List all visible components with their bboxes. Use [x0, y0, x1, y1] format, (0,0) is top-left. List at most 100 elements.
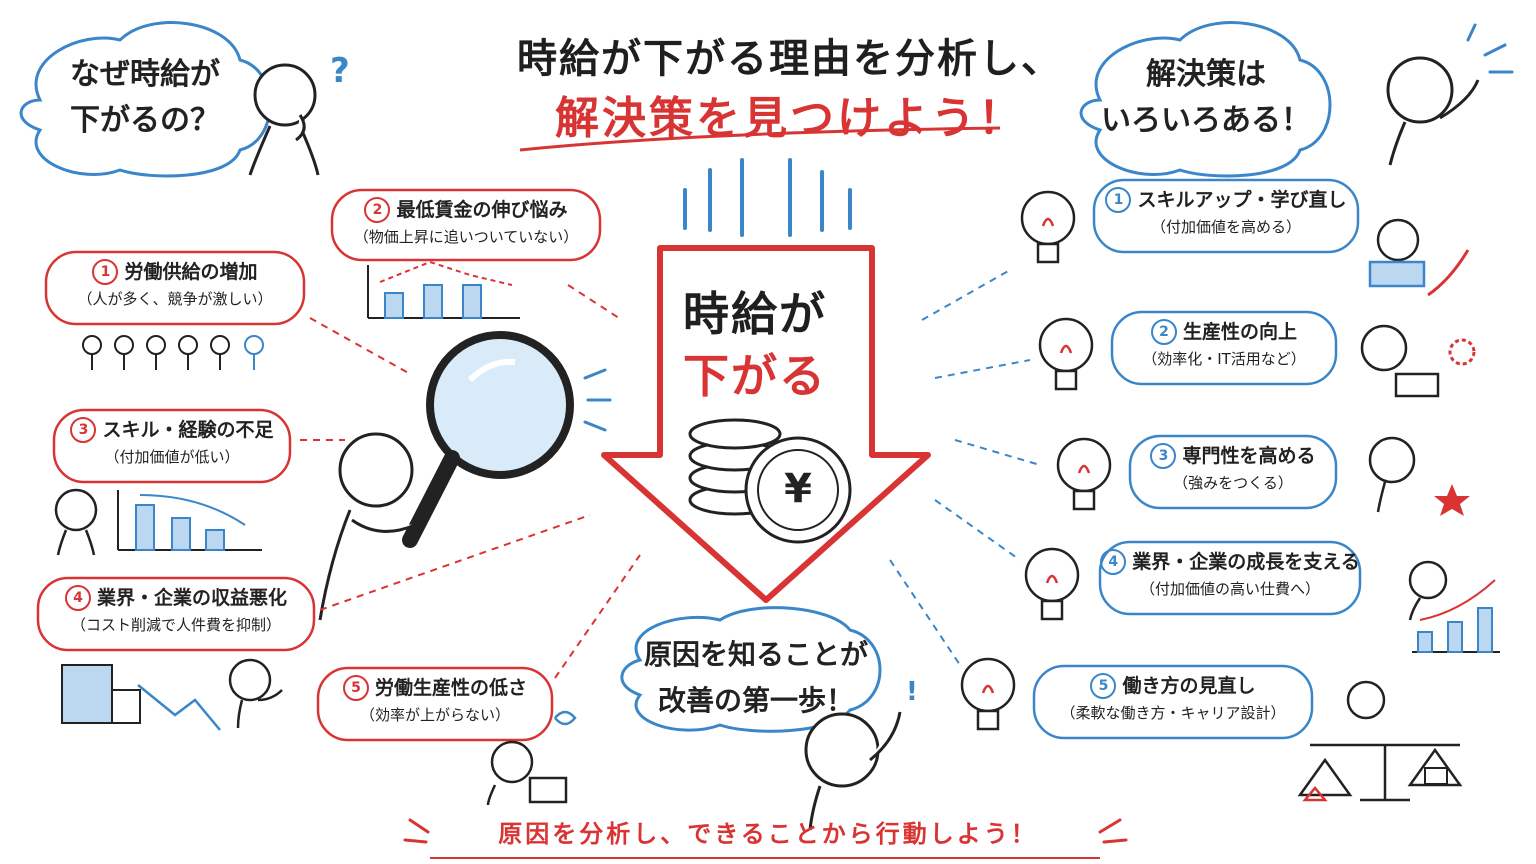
stick-figure-supporter	[1408, 560, 1448, 621]
arrow-label-1: 時給が	[683, 287, 827, 341]
solution-4-bubble	[1098, 540, 1362, 616]
solution-3-sub: （強みをつくる）	[1173, 474, 1293, 492]
cause-5-title: 労働生産性の低さ	[374, 677, 527, 699]
footer-message: 原因を分析し、できることから行動しよう！	[498, 820, 1038, 848]
light-bulb-icon-1	[1020, 190, 1076, 264]
solution-1-number: 1	[1105, 187, 1132, 213]
stick-figure-pointing	[804, 711, 902, 831]
cause-4-sub: （コスト削減で人件費を抑制）	[70, 616, 281, 634]
cause-5-bubble	[316, 666, 554, 742]
cause-2-bubble	[330, 188, 602, 262]
laptop-icon-cause-5	[486, 740, 568, 806]
building-icon	[61, 664, 221, 731]
solution-5-number: 5	[1090, 673, 1117, 699]
question-bubble-shape	[19, 21, 272, 178]
magnifying-glass-icon	[402, 331, 574, 548]
solution-2-number: 2	[1150, 319, 1177, 345]
title-underline	[519, 126, 1001, 152]
cause-3-bubble	[52, 408, 292, 484]
solution-3-number: 3	[1150, 443, 1177, 469]
cause-4-title: 業界・企業の収益悪化	[96, 587, 287, 609]
solution-5-sub: （柔軟な働き方・キャリア設計）	[1060, 704, 1286, 722]
cause-2-number: 2	[364, 197, 391, 223]
light-bulb-icon-4	[1024, 547, 1080, 621]
solution-line-2: いろいろある！	[1101, 103, 1311, 138]
question-mark: ?	[330, 51, 350, 91]
solution-bubble: 解決策は いろいろある！	[1096, 52, 1316, 144]
crowd-icon	[82, 335, 264, 370]
stick-figure-thinking	[248, 63, 320, 176]
title-line-1: 時給が下がる理由を分析し、	[517, 36, 1063, 82]
stick-figure-investigator	[318, 432, 416, 621]
solution-4-title: 業界・企業の成長を支える	[1132, 551, 1360, 573]
center-bubble-shape	[620, 606, 882, 733]
question-line-2: 下がるの？	[70, 103, 220, 138]
light-bulb-icon-5	[960, 657, 1016, 731]
cause-5-number: 5	[342, 675, 369, 701]
cause-4-number: 4	[64, 585, 91, 611]
cause-3-number: 3	[70, 417, 97, 443]
solution-bubble-shape	[1079, 21, 1332, 178]
star-icon	[1434, 484, 1470, 516]
exclaim-mark: !	[906, 677, 918, 707]
cause-4-bubble	[36, 576, 316, 652]
cause-1-title: 労働供給の増加	[124, 261, 258, 283]
cause-connectors	[300, 284, 641, 679]
house-icon	[1302, 786, 1328, 802]
bar-chart-icon-cause-3	[117, 490, 262, 551]
title-line-2: 解決策を見つけよう！	[555, 93, 1025, 144]
yen-symbol: ¥	[784, 466, 812, 512]
bar-chart-icon-cause-2	[367, 260, 520, 319]
solution-1-sub: （付加価値を高める）	[1150, 218, 1301, 236]
bar-chart-icon-solution-4	[1412, 579, 1500, 653]
solution-1-title: スキルアップ・学び直し	[1137, 189, 1347, 211]
center-bubble: 原因を知ることが 改善の第一歩！	[626, 632, 886, 724]
arrow-label-2: 下がる	[683, 349, 827, 403]
cause-5-sub: （効率が上がらない）	[359, 706, 510, 724]
cause-1-number: 1	[92, 259, 119, 285]
question-bubble: なぜ時給が 下がるの？	[40, 52, 250, 144]
cause-3-title: スキル・経験の不足	[102, 419, 274, 441]
solution-5-title: 働き方の見直し	[1122, 675, 1256, 697]
magnifier-sparkles	[583, 368, 612, 432]
cause-2-sub: （物価上昇に追いついていない）	[353, 228, 579, 246]
solution-3-bubble	[1128, 434, 1338, 510]
solution-line-1: 解決策は	[1146, 57, 1266, 92]
light-bulb-icon-2	[1038, 317, 1094, 391]
solution-2-sub: （効率化・IT活用など）	[1142, 350, 1306, 368]
solution-3-title: 専門性を高める	[1182, 445, 1316, 467]
confused-swirl-icon	[554, 710, 577, 726]
speed-lines	[683, 158, 852, 237]
cheer-lines	[1466, 23, 1514, 74]
stick-figure-confident	[1368, 436, 1416, 513]
cause-3-sub: （付加価値が低い）	[104, 448, 240, 466]
light-bulb-icon-3	[1056, 437, 1112, 511]
laptop-icon-solution-2	[1360, 324, 1440, 398]
cause-2-title: 最低賃金の伸び悩み	[396, 199, 568, 221]
gear-icon	[1448, 338, 1476, 366]
briefcase-icon	[1424, 767, 1448, 785]
book-icon	[1368, 218, 1426, 288]
center-line-1: 原因を知ることが	[643, 638, 868, 671]
solution-1-bubble	[1092, 178, 1360, 254]
stick-figure-cheering	[1386, 56, 1480, 166]
footer-accent-lines	[403, 818, 1128, 844]
stick-figure-worried	[54, 488, 98, 556]
stick-figure-shrug	[228, 658, 283, 729]
solution-connectors	[889, 269, 1041, 666]
solution-4-number: 4	[1100, 549, 1127, 575]
question-line-1: なぜ時給が	[70, 57, 220, 92]
center-line-2: 改善の第一歩！	[657, 684, 854, 717]
growth-arrow	[1427, 249, 1470, 297]
